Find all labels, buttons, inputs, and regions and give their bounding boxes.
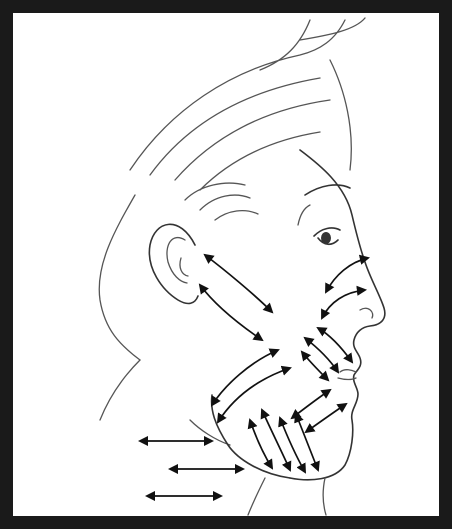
hair-lines bbox=[130, 18, 365, 220]
arrow-chin-diagonal-1 bbox=[262, 410, 290, 470]
arrow-mouth-corner-1 bbox=[292, 390, 330, 418]
ear bbox=[149, 224, 198, 303]
arrow-under-eye-lower bbox=[322, 290, 365, 318]
arrow-chin-diagonal-4 bbox=[250, 420, 272, 468]
head-outline bbox=[99, 195, 230, 445]
eye bbox=[298, 185, 350, 244]
arrow-nasolabial-3 bbox=[302, 352, 328, 380]
arrow-nasolabial-1 bbox=[318, 328, 352, 362]
nose-mouth bbox=[338, 308, 373, 379]
arrow-nasolabial-2 bbox=[305, 338, 338, 372]
arrow-jaw-curve-2 bbox=[218, 368, 290, 422]
arrow-mouth-corner-2 bbox=[306, 404, 346, 432]
arrow-ear-to-jaw-upper bbox=[205, 255, 272, 312]
arrow-under-eye-upper bbox=[326, 258, 368, 292]
massage-arrows bbox=[140, 255, 368, 496]
